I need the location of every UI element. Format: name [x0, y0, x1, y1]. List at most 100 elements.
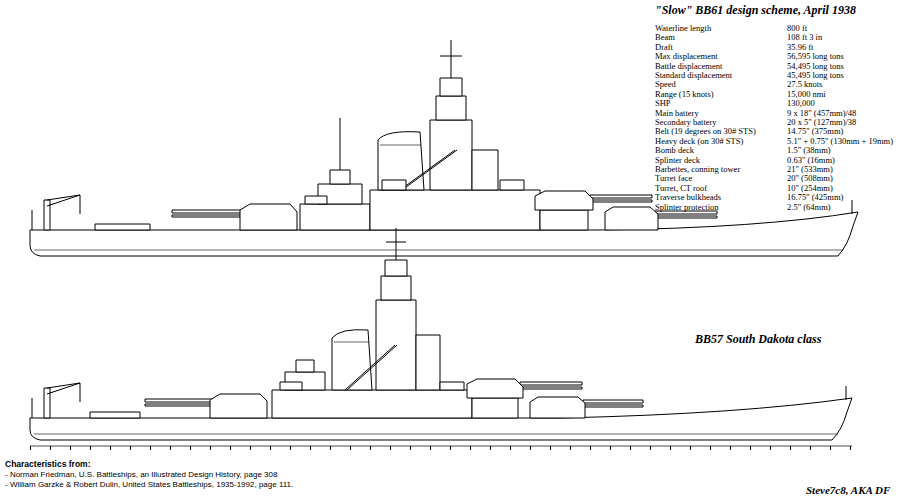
gun-barrels [520, 387, 582, 389]
midship-superstructure [272, 390, 472, 418]
main-turret [605, 207, 658, 230]
gun-barrels [590, 200, 652, 202]
gun-barrels [583, 405, 643, 407]
spec-value: 35.96 ft [787, 43, 813, 52]
gun-barrels [655, 216, 717, 218]
spec-value: 45,495 long tons [787, 71, 844, 80]
spec-value: 130,000 [787, 99, 815, 108]
crane-boom [47, 195, 80, 214]
spec-name: Belt (19 degrees on 30# STS) [655, 127, 756, 136]
secondary-mount [382, 180, 406, 190]
main-turret [240, 204, 297, 230]
ship-label: BB57 South Dakota class [695, 333, 821, 346]
main-turret [530, 397, 585, 418]
jackstaff [852, 200, 853, 214]
main-turret [467, 379, 523, 398]
bb57-profile [30, 228, 852, 448]
spec-value: 27.5 knots [787, 80, 822, 89]
spec-name: Standard displacement [655, 71, 732, 80]
spec-name: Turret face [655, 174, 692, 183]
source-note: - Norman Friedman, U.S. Battleships, an … [5, 471, 277, 480]
barbette [540, 210, 588, 230]
spec-name: SHP [655, 99, 671, 108]
gun-barrels [590, 195, 652, 198]
spec-name: Draft [655, 43, 673, 52]
secondary-mount [305, 196, 327, 204]
gun-barrels [145, 399, 212, 402]
spec-name: Beam [655, 33, 675, 42]
source-heading: Characteristics from: [5, 460, 91, 469]
foremast [451, 40, 452, 78]
signature: Steve7c8, AKA DF [806, 484, 890, 496]
spec-value: 5.1" + 0.75" (130mm + 19mm) [787, 137, 893, 146]
yard [386, 242, 406, 243]
bb61-profile [30, 40, 858, 256]
conning-tower [376, 300, 416, 390]
aft-superstructure [300, 204, 370, 230]
flagstaff [32, 398, 33, 418]
spec-name: Main battery [655, 109, 699, 118]
spec-value: 2.5" (64mm) [787, 203, 831, 212]
jackstaff [846, 386, 847, 400]
gun-barrels [520, 382, 582, 385]
gun-barrels [172, 215, 242, 217]
spec-name: Barbettes, conning tower [655, 165, 740, 174]
spec-name: Max displacement [655, 52, 718, 61]
crane-post [44, 388, 50, 418]
spec-name: Heavy deck (on 30# STS) [655, 137, 743, 146]
scale-line [30, 446, 852, 447]
deckhouse [90, 412, 140, 418]
ladder [345, 345, 397, 390]
waterline [34, 434, 838, 435]
flagstaff [32, 210, 33, 230]
spec-name: Range (15 knots) [655, 90, 714, 99]
midship-superstructure [370, 190, 540, 230]
spec-value: 10" (254mm) [787, 184, 833, 193]
spec-name: Battle displacement [655, 62, 722, 71]
spec-value: 9 x 18" (457mm)/48 [787, 109, 856, 118]
barbette [472, 398, 518, 418]
aft-mast [340, 118, 341, 170]
spec-value: 16.75" (425mm) [787, 193, 843, 202]
bridge-wing [472, 150, 498, 190]
yard [440, 56, 462, 57]
spec-value: 800 ft [787, 24, 807, 33]
fire-control-director [440, 78, 462, 96]
spec-name: Splinter deck [655, 156, 700, 165]
spec-value: 20" (508mm) [787, 174, 833, 183]
gun-barrels [145, 404, 212, 406]
spec-name: Secondary battery [655, 118, 717, 127]
funnel-cap [380, 145, 421, 146]
spec-name: Splinter protection [655, 203, 719, 212]
main-turret [535, 191, 593, 210]
deckhouse [95, 224, 150, 230]
spec-name: Traverse bulkheads [655, 193, 721, 202]
spec-value: 1.5" (38mm) [787, 146, 831, 155]
crane-post [44, 200, 50, 230]
ladder [400, 150, 457, 190]
spec-value: 0.63" (16mm) [787, 156, 835, 165]
spec-value: 21" (533mm) [787, 165, 833, 174]
bridge-wing [416, 335, 440, 390]
conning-tower [430, 120, 472, 190]
fire-control-director [385, 260, 407, 276]
funnel [332, 330, 372, 390]
spec-value: 54,495 long tons [787, 62, 844, 71]
gun-barrels [172, 210, 242, 213]
fire-control-director [330, 170, 350, 184]
funnel [378, 132, 424, 190]
fire-control-director [296, 360, 314, 372]
title: "Slow" BB61 design scheme, April 1938 [655, 4, 856, 17]
secondary-mount [500, 180, 524, 190]
spec-value: 20 x 5" (127mm)/38 [787, 118, 856, 127]
funnel-cap [334, 342, 369, 343]
foremast [396, 228, 397, 260]
bridge [381, 276, 411, 300]
spec-name: Speed [655, 80, 676, 89]
spec-value: 108 ft 3 in [787, 33, 822, 42]
secondary-mount [440, 382, 464, 390]
spec-value: 15,000 nmi [787, 90, 826, 99]
spec-value: 56,595 long tons [787, 52, 844, 61]
